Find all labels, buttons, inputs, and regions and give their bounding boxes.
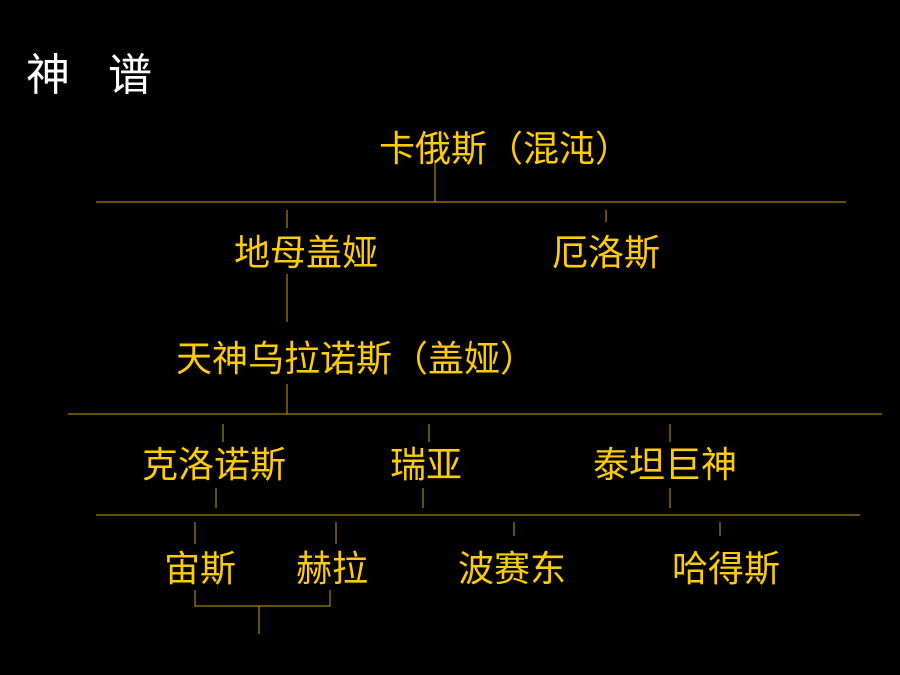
slide-title: 神 谱: [26, 50, 164, 101]
node-gaia: 地母盖娅: [233, 233, 379, 274]
node-titans: 泰坦巨神: [592, 445, 738, 486]
node-hades: 哈得斯: [671, 549, 781, 590]
node-cronus: 克洛诺斯: [141, 445, 287, 486]
connector-zeus-hera-bracket: [194, 590, 331, 607]
node-hera: 赫拉: [295, 549, 369, 590]
node-uranus: 天神乌拉诺斯（盖娅）: [175, 339, 537, 380]
node-rhea: 瑞亚: [389, 445, 463, 486]
node-poseidon: 波赛东: [457, 549, 567, 590]
node-chaos: 卡俄斯（混沌）: [378, 129, 632, 170]
node-eros: 厄洛斯: [551, 233, 661, 274]
node-zeus: 宙斯: [163, 549, 237, 590]
